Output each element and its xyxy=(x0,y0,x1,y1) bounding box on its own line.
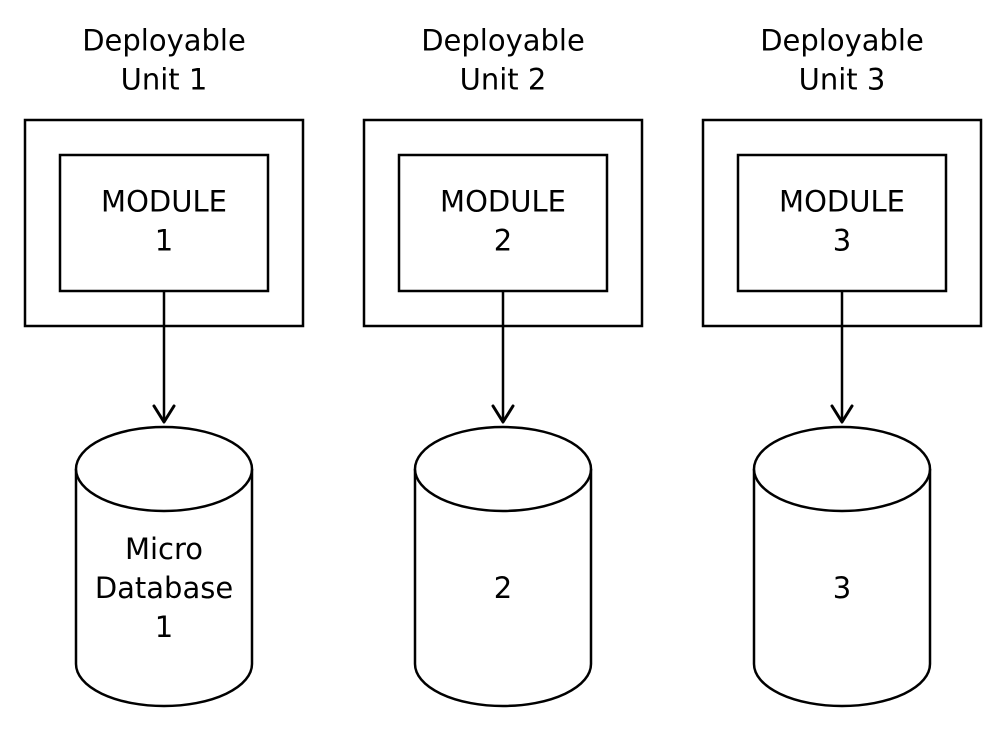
database-1-label-line: Micro xyxy=(125,532,203,566)
database-1-label-line: Database xyxy=(95,571,233,605)
arrow-1-head xyxy=(152,404,176,424)
module-1-label-line: 1 xyxy=(155,224,173,258)
unit-1-title-line: Deployable xyxy=(82,24,246,58)
module-2-label-line: MODULE xyxy=(440,185,566,219)
database-2-top xyxy=(413,425,593,513)
database-1-body xyxy=(74,469,254,708)
module-3-box xyxy=(736,153,948,293)
unit-3-title-line: Deployable xyxy=(760,24,924,58)
database-3-label-line: 3 xyxy=(833,571,851,605)
database-3-top xyxy=(752,425,932,513)
database-1-label-line: 1 xyxy=(155,610,173,644)
arrow-3-head xyxy=(830,404,854,424)
database-1-top xyxy=(74,425,254,513)
unit-3-title-line: Unit 3 xyxy=(799,63,886,97)
unit-2-title-line: Unit 2 xyxy=(460,63,547,97)
module-3-label-line: MODULE xyxy=(779,185,905,219)
database-2-label-line: 2 xyxy=(494,571,512,605)
module-1-box xyxy=(58,153,270,293)
module-1-label-line: MODULE xyxy=(101,185,227,219)
unit-1-title-line: Unit 1 xyxy=(121,63,208,97)
database-3-body xyxy=(752,469,932,708)
unit-2-title-line: Deployable xyxy=(421,24,585,58)
module-3-label-line: 3 xyxy=(833,224,851,258)
module-2-label-line: 2 xyxy=(494,224,512,258)
arrow-2-head xyxy=(491,404,515,424)
database-2-body xyxy=(413,469,593,708)
